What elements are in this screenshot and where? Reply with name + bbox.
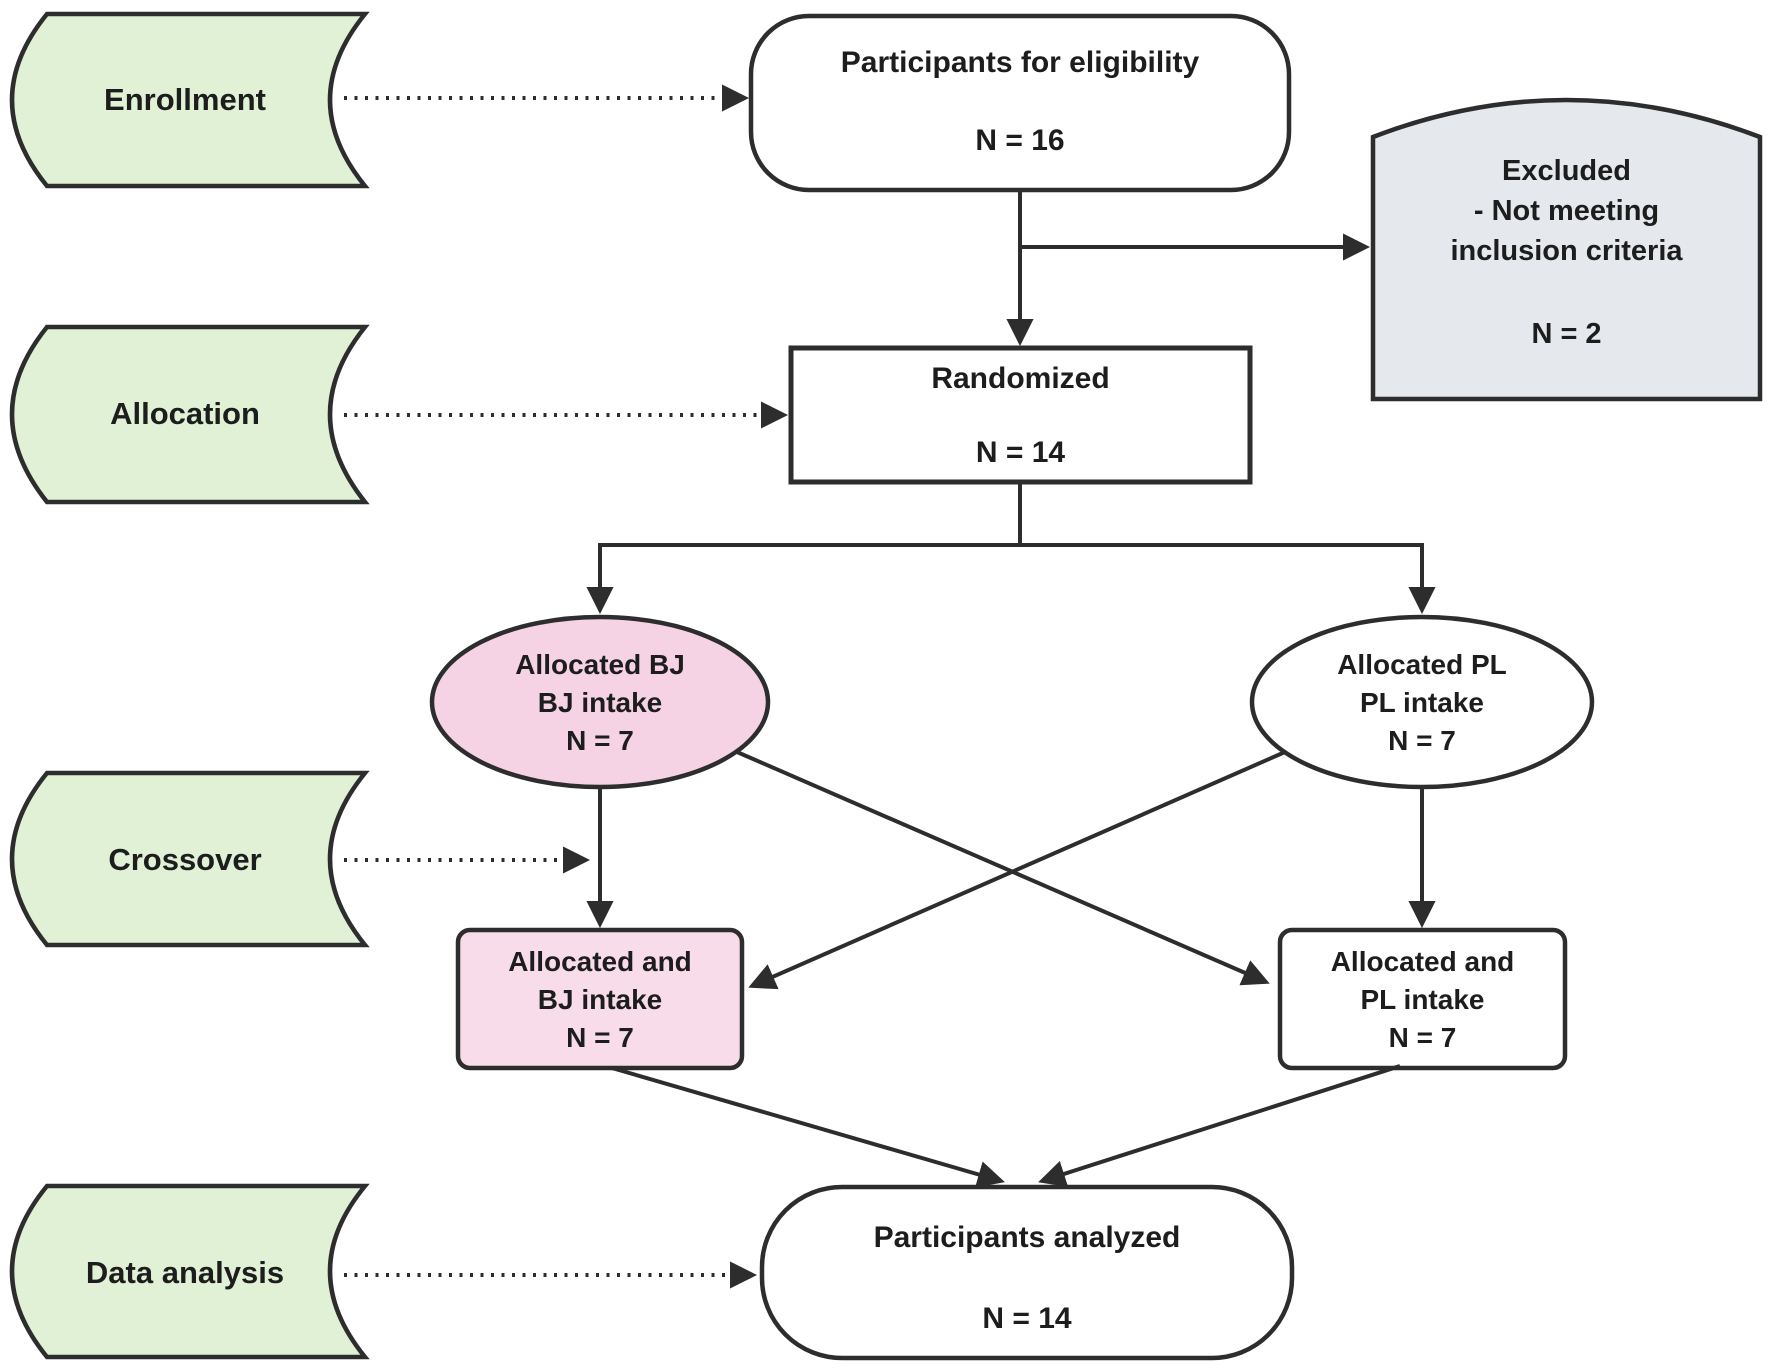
crossover-bj-count: N = 7: [566, 1022, 634, 1053]
crossover-pl-count: N = 7: [1388, 1022, 1457, 1053]
arrow-pl-box-to-analyzed: [1038, 1064, 1401, 1187]
allocated-pl-line1: Allocated PL: [1337, 649, 1507, 680]
allocated-bj-line2: BJ intake: [537, 687, 663, 718]
stage-label-allocation: Allocation: [110, 396, 260, 431]
allocated-pl-count: N = 7: [1388, 725, 1456, 756]
randomized-title: Randomized: [931, 362, 1110, 395]
analyzed-count: N = 14: [982, 1302, 1072, 1335]
allocated-bj-line1: Allocated BJ: [515, 649, 685, 680]
arrow-pl-ellipse-to-bj-box: [748, 750, 1286, 990]
randomized-count: N = 14: [975, 436, 1066, 469]
excluded-title: Excluded: [1502, 155, 1631, 187]
node-analyzed-box: [759, 1184, 1295, 1361]
node-eligibility-box: [748, 13, 1292, 193]
eligibility-title: Participants for eligibility: [840, 46, 1200, 79]
excluded-reason-line1: - Not meeting: [1473, 195, 1660, 227]
stage-shape-allocation: [9, 324, 370, 505]
crossover-bj-line2: BJ intake: [537, 984, 663, 1015]
stage-label-data-analysis: Data analysis: [85, 1255, 285, 1290]
stage-label-crossover: Crossover: [108, 842, 262, 877]
stage-shape-enrollment: [9, 11, 370, 189]
node-crossover-pl-box: [1277, 927, 1568, 1071]
allocated-pl-line2: PL intake: [1360, 687, 1484, 718]
arrow-bj-box-to-analyzed: [611, 1066, 1005, 1188]
arrow-bj-ellipse-to-pl-box: [736, 750, 1270, 986]
analyzed-title: Participants analyzed: [873, 1221, 1181, 1254]
eligibility-count: N = 16: [975, 124, 1065, 157]
excluded-count: N = 2: [1531, 318, 1602, 350]
crossover-bj-line1: Allocated and: [508, 946, 692, 977]
node-randomized-box: [788, 345, 1253, 485]
stage-shape-crossover: [9, 770, 370, 948]
crossover-pl-line2: PL intake: [1360, 984, 1485, 1015]
stage-shape-data-analysis: [9, 1183, 370, 1360]
excluded-reason-line2: inclusion criteria: [1450, 235, 1683, 267]
node-crossover-bj-box: [455, 927, 745, 1071]
stage-label-enrollment: Enrollment: [104, 82, 266, 117]
allocated-bj-count: N = 7: [566, 725, 634, 756]
crossover-pl-line1: Allocated and: [1330, 946, 1515, 977]
node-excluded-box: [1370, 97, 1763, 402]
